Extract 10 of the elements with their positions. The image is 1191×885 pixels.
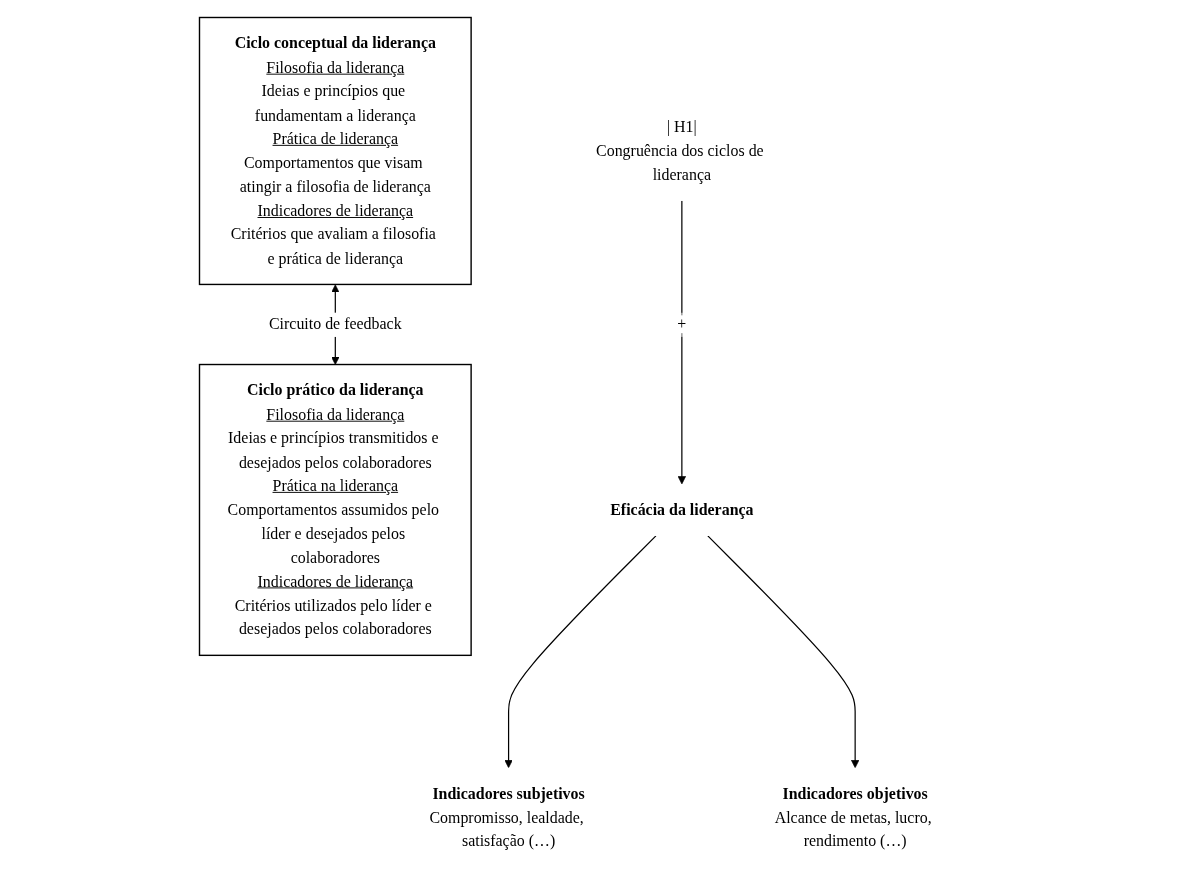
node-text: Eficácia da liderança: [610, 500, 754, 519]
node-text: Indicadores objetivos Alcance de metas, lucro, rendimento (…): [774, 784, 932, 851]
arrow: [504, 535, 657, 769]
node-text: Indicadores subjetivos Compromisso, lealdade, satisfação (…): [429, 784, 586, 851]
node-box: Ciclo prático da liderança Filosofia da liderança Ideias e princípios transmitidos e desejados pelos colaboradores Prática na liderança Comportamentos assumidos pelo líder e desejados pelos colaboradores Indicadores de liderança Critérios utilizados pelo líder e desejados pelos colaboradores: [199, 363, 473, 657]
edge-label: +: [677, 315, 687, 334]
node-box: Ciclo conceptual da liderança Filosofia da liderança Ideias e princípios que fundamentam a liderança Prática de liderança Comportamentos que visam atingir a filosofia de liderança Indicadores de liderança Critérios que avaliam a filosofia e prática de liderança: [199, 16, 473, 286]
arrow: [707, 535, 860, 769]
node-text: | H1| Congruência dos ciclos de liderança: [596, 117, 764, 184]
edge-label: Circuito de feedback: [269, 315, 402, 334]
